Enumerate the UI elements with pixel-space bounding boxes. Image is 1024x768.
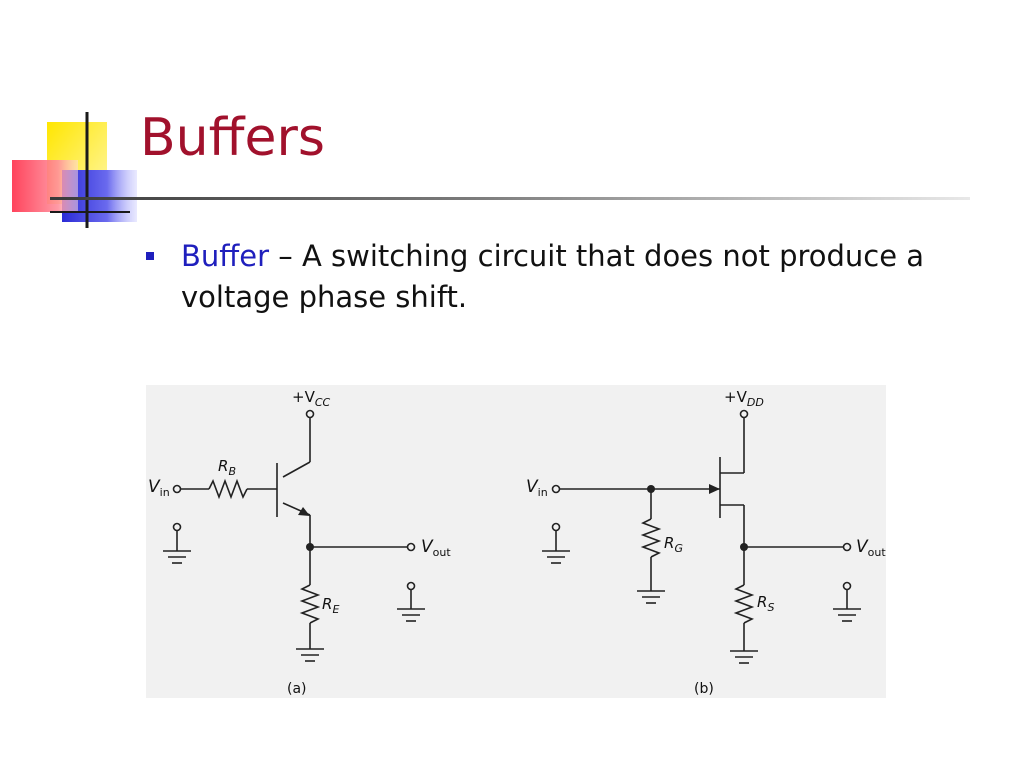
bullet-term: Buffer <box>181 239 270 273</box>
bullet-definition: – A switching circuit that does not prod… <box>181 239 925 314</box>
rs-label: RS <box>757 593 774 614</box>
rb-label: RB <box>218 457 236 478</box>
buffer-circuit-figure: +VCC Vin RB Vout RE (a) <box>146 385 886 698</box>
caption-a: (a) <box>287 681 307 697</box>
title-underline <box>50 197 970 200</box>
slide-title: Buffers <box>140 108 325 168</box>
bullet-text: Buffer – A switching circuit that does n… <box>181 236 941 318</box>
caption-b: (b) <box>694 681 714 697</box>
rg-label: RG <box>664 534 683 555</box>
red-block <box>12 160 78 212</box>
vcc-label: +VCC <box>292 388 331 409</box>
corner-decoration <box>12 112 137 228</box>
circuit-a: +VCC Vin RB Vout RE (a) <box>148 388 451 697</box>
vin-label: Vin <box>148 477 170 499</box>
vin-label-b: Vin <box>526 477 548 499</box>
vdd-label: +VDD <box>724 388 764 409</box>
square-bullet-icon <box>146 252 154 260</box>
circuit-b: +VDD Vin RG Vout RS <box>526 388 886 697</box>
vout-label: Vout <box>421 537 451 559</box>
vout-label-b: Vout <box>856 537 886 559</box>
re-label: RE <box>322 595 339 616</box>
